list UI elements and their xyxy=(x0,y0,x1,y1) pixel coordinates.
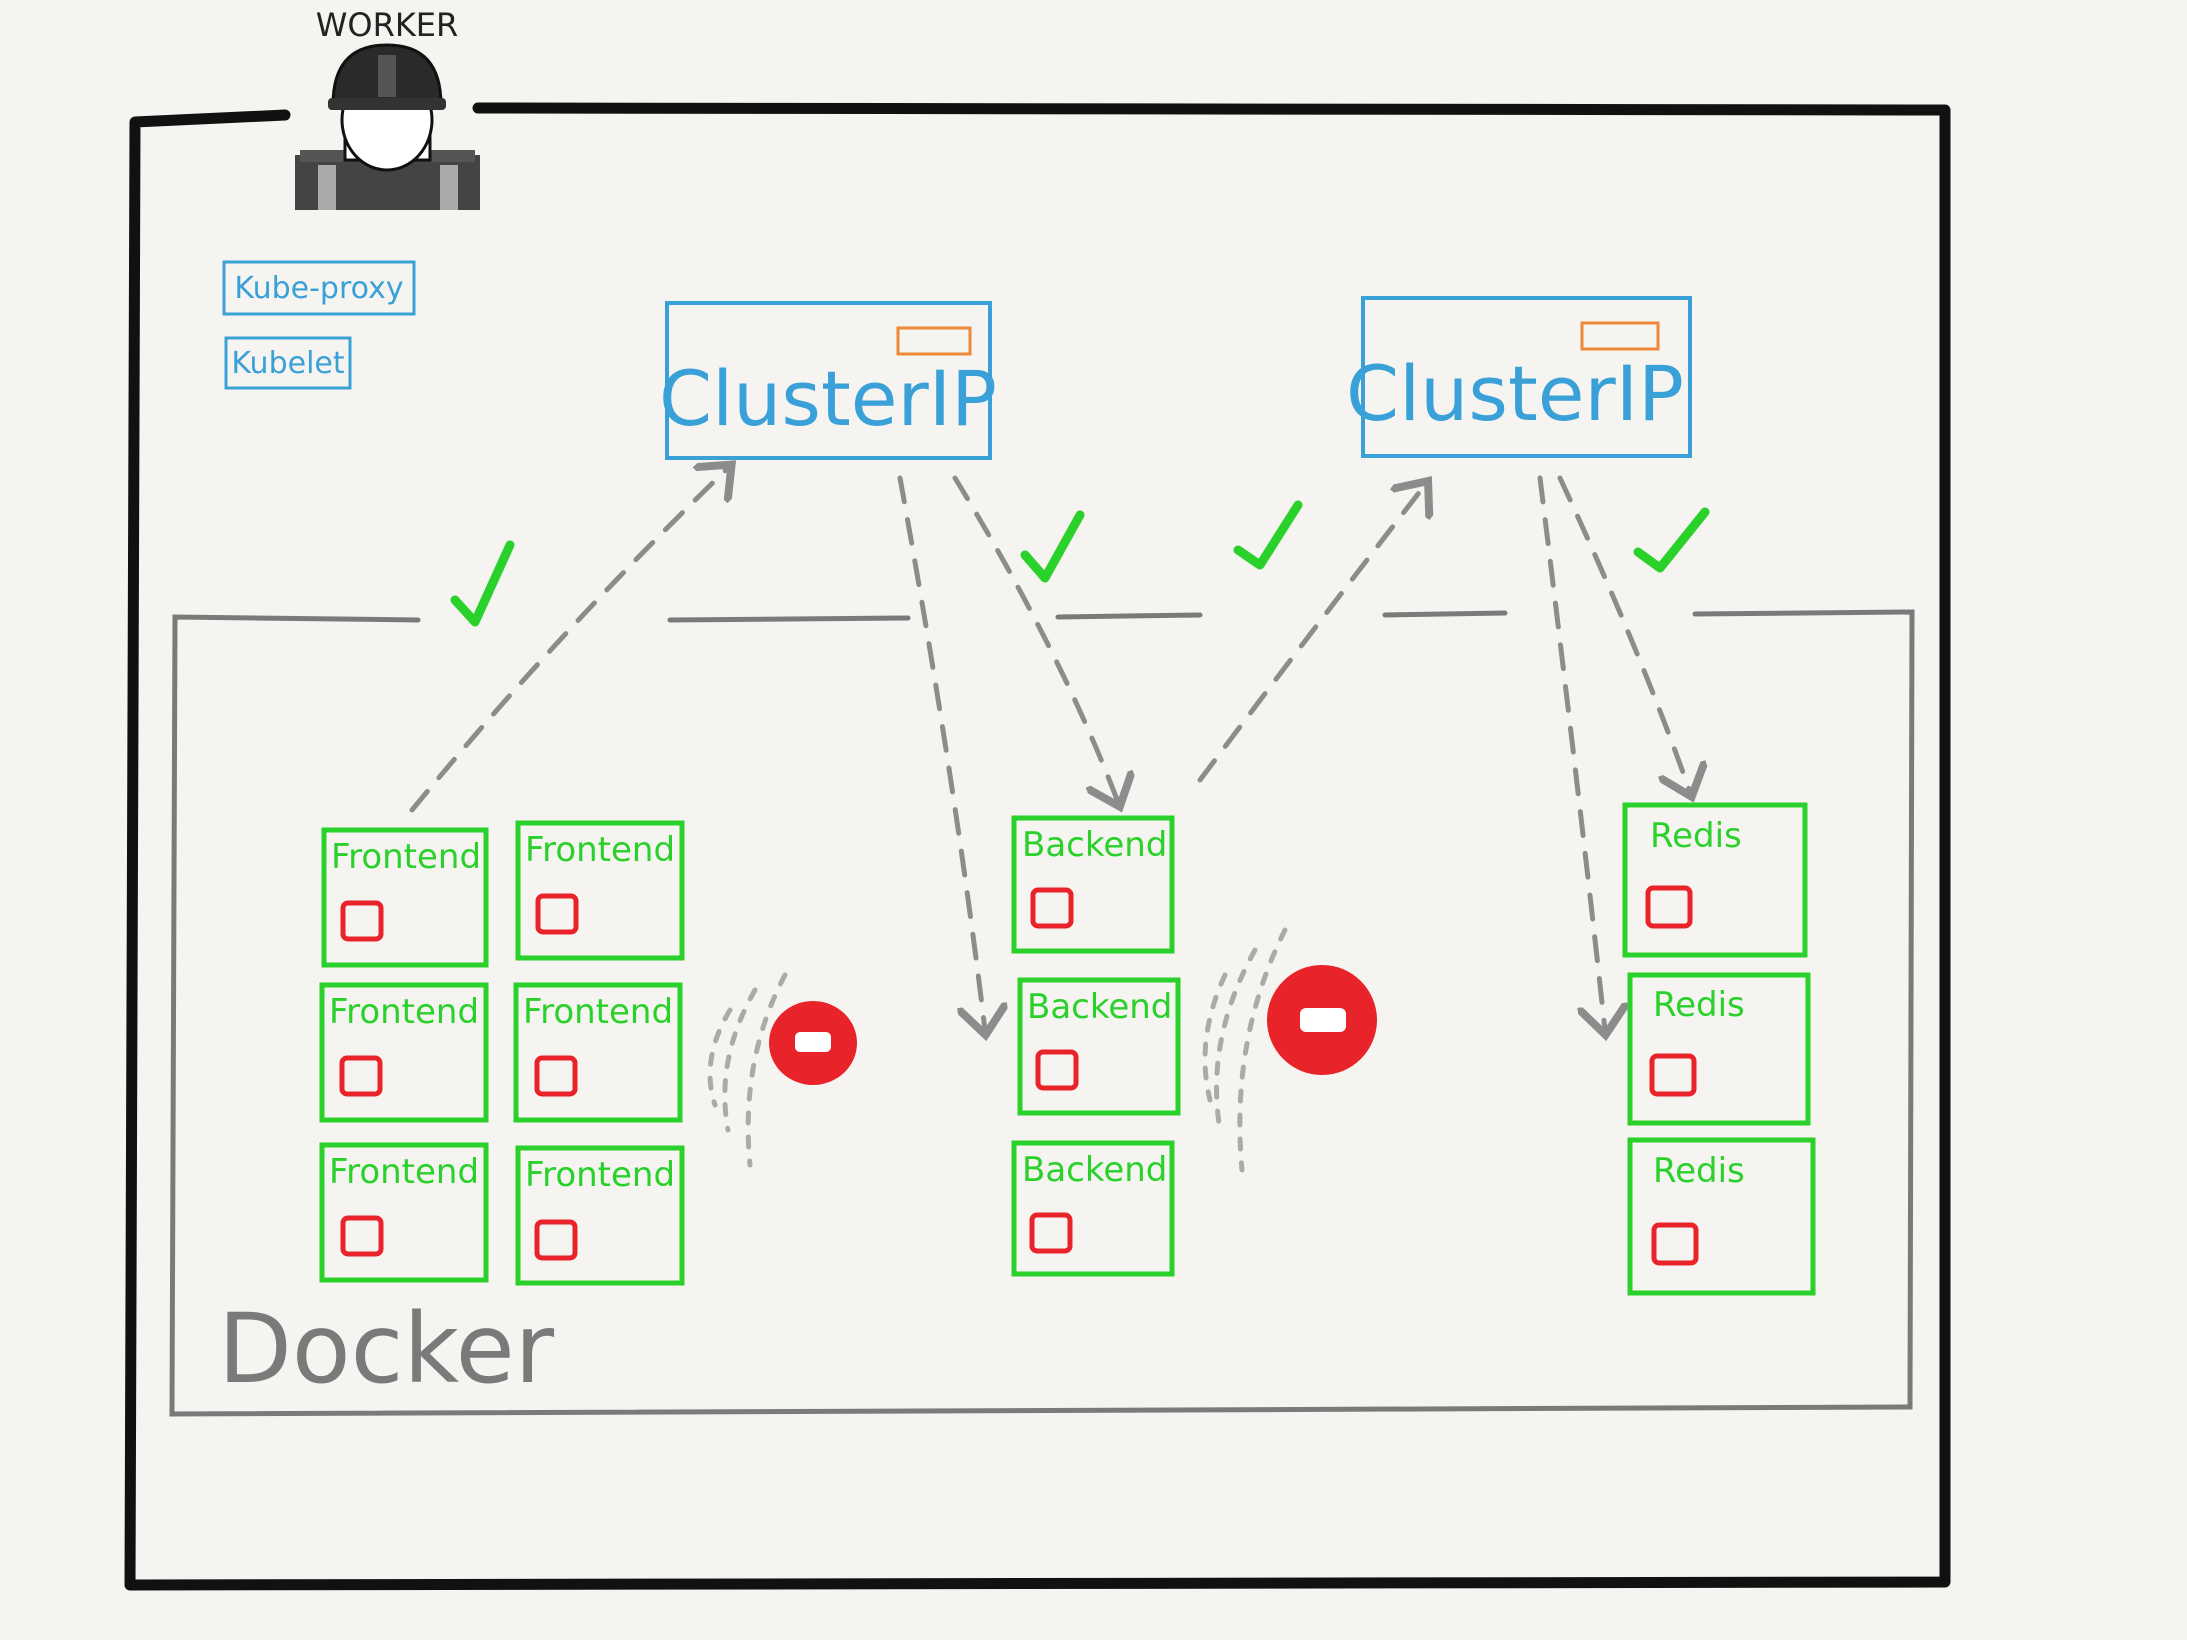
clusterip-label: ClusterIP xyxy=(659,354,997,443)
container-icon xyxy=(1029,1212,1073,1254)
arrow-frontend-to-clusterip xyxy=(409,468,728,813)
pod-label: Frontend xyxy=(525,830,675,870)
container-icon xyxy=(1035,1049,1079,1091)
container-icon xyxy=(534,1055,578,1097)
pod-backend: Backend xyxy=(1017,977,1181,1116)
pod-label: Frontend xyxy=(331,837,481,877)
pod-frontend: Frontend xyxy=(515,820,685,961)
kubelet-label: Kubelet xyxy=(231,346,344,381)
container-icon xyxy=(339,1055,383,1097)
pod-backend: Backend xyxy=(1011,1140,1175,1277)
container-icon xyxy=(1651,1222,1699,1266)
pod-frontend: Frontend xyxy=(513,982,683,1123)
clusterip-service-frontend: ClusterIP xyxy=(659,301,997,460)
pod-label: Frontend xyxy=(329,1152,479,1192)
kube-proxy-box: Kube-proxy xyxy=(222,260,416,316)
container-icon xyxy=(535,893,579,935)
pod-frontend: Frontend xyxy=(319,982,489,1123)
check-icon xyxy=(1020,510,1085,583)
container-icon xyxy=(1645,885,1693,929)
arrow-clusterip-to-redis-2 xyxy=(1537,475,1605,1030)
container-icon xyxy=(340,900,384,942)
container-icon xyxy=(1649,1053,1697,1097)
worker-node-frame xyxy=(124,102,1951,1591)
pod-label: Backend xyxy=(1022,1150,1167,1190)
kubelet-box: Kubelet xyxy=(224,336,352,390)
pod-label: Backend xyxy=(1027,987,1172,1027)
pod-label: Redis xyxy=(1650,816,1742,856)
pod-label: Redis xyxy=(1653,1151,1745,1191)
pod-frontend: Frontend xyxy=(321,827,489,968)
worker-label: WORKER xyxy=(316,6,459,44)
pod-label: Redis xyxy=(1653,985,1745,1025)
check-icon xyxy=(1633,507,1710,573)
pod-backend: Backend xyxy=(1011,815,1175,954)
pod-redis: Redis xyxy=(1627,972,1811,1126)
pod-frontend: Frontend xyxy=(319,1142,489,1283)
arrow-clusterip-to-redis-1 xyxy=(1557,475,1690,792)
pod-label: Frontend xyxy=(329,992,479,1032)
docker-label: Docker xyxy=(218,1293,555,1405)
failed-container-1 xyxy=(707,972,857,1168)
kube-proxy-label: Kube-proxy xyxy=(234,271,403,306)
checkmarks xyxy=(450,500,1710,627)
container-icon xyxy=(340,1215,384,1257)
traffic-arrows xyxy=(409,468,1690,1030)
arrow-backend-to-clusterip xyxy=(1197,485,1425,783)
pod-redis: Redis xyxy=(1622,802,1808,958)
failed-container-2 xyxy=(1202,927,1377,1173)
pod-label: Backend xyxy=(1022,825,1167,865)
clusterip-label: ClusterIP xyxy=(1346,349,1684,438)
check-icon xyxy=(450,540,515,627)
check-icon xyxy=(1233,500,1303,570)
arrow-clusterip-to-backend-2 xyxy=(897,475,985,1030)
docker-runtime-frame xyxy=(169,609,1915,1417)
pod-redis: Redis xyxy=(1627,1137,1816,1296)
pod-frontend: Frontend xyxy=(515,1145,685,1286)
container-icon xyxy=(1030,887,1074,929)
pod-label: Frontend xyxy=(523,992,673,1032)
container-icon xyxy=(534,1219,578,1261)
worker-icon xyxy=(295,43,480,210)
pod-label: Frontend xyxy=(525,1155,675,1195)
clusterip-service-backend: ClusterIP xyxy=(1346,296,1692,458)
arrow-clusterip-to-backend-1 xyxy=(952,475,1118,802)
